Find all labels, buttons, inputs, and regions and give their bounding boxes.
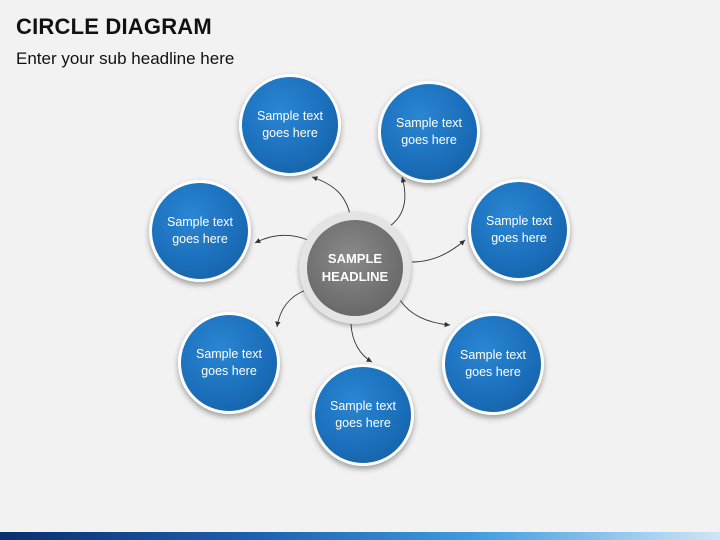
- node-left-label: Sample text goes here: [166, 215, 233, 246]
- node-bottom-left[interactable]: Sample text goes here: [178, 312, 280, 414]
- arrow-to-node-bottom: [350, 323, 373, 363]
- arrow-to-node-bottom-right: [399, 299, 451, 328]
- node-top-left[interactable]: Sample text goes here: [239, 74, 341, 176]
- arrow-to-node-top-right: [389, 176, 407, 227]
- node-top-right-label: Sample text goes here: [395, 116, 462, 147]
- footer-gradient-bar: [0, 532, 720, 540]
- arrow-to-node-left: [254, 235, 309, 244]
- node-bottom[interactable]: Sample text goes here: [312, 364, 414, 466]
- node-top-right[interactable]: Sample text goes here: [378, 81, 480, 183]
- page-subtitle: Enter your sub headline here: [16, 49, 235, 68]
- node-bottom-right[interactable]: Sample text goes here: [442, 313, 544, 415]
- node-bottom-left-label: Sample text goes here: [195, 347, 262, 378]
- node-top-left-label: Sample text goes here: [256, 109, 323, 140]
- arrow-to-node-right: [411, 239, 466, 263]
- center-node-label: SAMPLE HEADLINE: [307, 220, 403, 316]
- node-right[interactable]: Sample text goes here: [468, 179, 570, 281]
- page-title: CIRCLE DIAGRAM: [16, 14, 212, 39]
- node-right-label: Sample text goes here: [485, 214, 552, 245]
- center-node[interactable]: SAMPLE HEADLINE: [299, 212, 411, 324]
- node-bottom-label: Sample text goes here: [329, 399, 396, 430]
- node-left[interactable]: Sample text goes here: [149, 180, 251, 282]
- arrow-to-node-top-left: [311, 176, 351, 215]
- node-bottom-right-label: Sample text goes here: [459, 348, 526, 379]
- arrow-to-node-bottom-left: [275, 289, 307, 328]
